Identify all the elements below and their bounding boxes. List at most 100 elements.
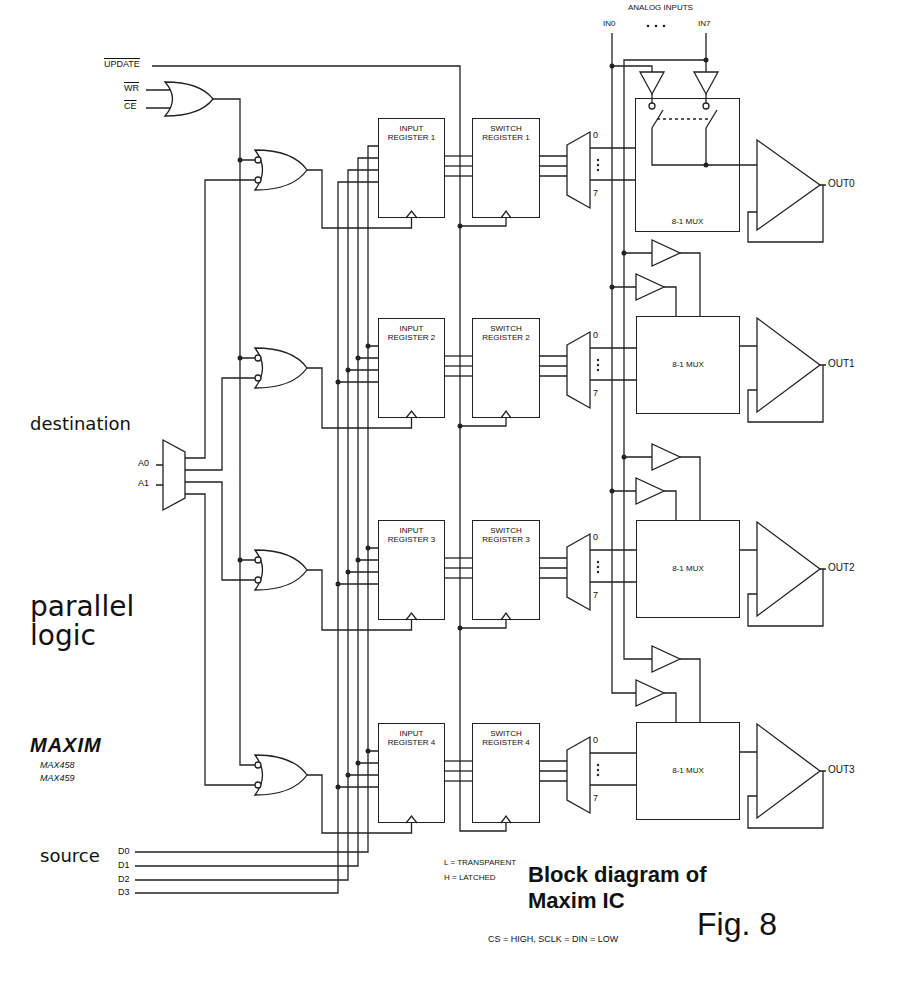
junction [356,356,361,361]
box-label: SWITCH REGISTER 1 [475,124,537,142]
mux-box: 8-1 MUX [636,520,740,618]
analog-wires [612,33,757,722]
output-wires [740,185,826,828]
bubble [255,557,261,563]
box-label: INPUT REGISTER 4 [381,729,442,747]
source-bus [135,146,378,893]
decoder-symbol [163,440,185,510]
pin-name: D2 [118,874,130,884]
junction [336,380,341,385]
address-wires [540,148,636,785]
bubble [255,157,261,163]
switch-contact [703,103,709,109]
ellipsis-dot [597,566,599,568]
junction-dots [238,25,709,790]
ellipsis-dot [597,769,599,771]
box-label: 8-1 MUX [672,766,704,775]
junction [366,546,371,551]
pin-name: OUT1 [828,358,855,370]
ellipsis-dot [655,25,658,28]
bus-line [445,557,472,558]
junction [704,163,709,168]
box-label: 8-1 MUX [672,217,704,226]
figure-number: Fig. 8 [697,906,777,943]
box-label: INPUT REGISTER 1 [381,124,442,142]
junction [458,424,463,429]
pin-name: D3 [118,887,130,897]
note: L = TRANSPARENT [444,858,516,867]
ellipsis-dot [597,364,599,366]
pin-name: A0 [138,458,149,468]
bus-line [445,165,472,166]
junction [336,785,341,790]
register-box: SWITCH REGISTER 3 [472,520,540,620]
ellipsis-dot [597,571,599,573]
junction [238,356,243,361]
junction [356,761,361,766]
junction [366,749,371,754]
bus-line [445,760,472,761]
signal-name: ANALOG INPUTS [628,3,693,12]
junction [622,251,627,256]
ellipsis-dot [597,369,599,371]
part-number: MAX458 [40,760,75,770]
pin-name: D0 [118,846,130,856]
bubble [255,177,261,183]
junction [610,285,615,290]
junction [458,626,463,631]
ellipsis-dot [597,561,599,563]
annotation: destination [30,414,131,435]
register-box: INPUT REGISTER 1 [378,118,445,218]
box-label: 8-1 MUX [672,360,704,369]
junction [356,558,361,563]
bubble [255,762,261,768]
pin-name: A1 [138,478,149,488]
junction [622,455,627,460]
junction [366,344,371,349]
register-box: SWITCH REGISTER 1 [472,118,540,218]
ellipsis-dot [597,164,599,166]
junction [336,582,341,587]
pin-name: IN0 [603,19,615,28]
brand-logo: MAXIM [30,734,102,757]
bubble [255,782,261,788]
box-label: SWITCH REGISTER 2 [475,324,537,342]
data-bus [445,156,472,176]
junction [458,224,463,229]
symbols [163,72,820,823]
register-box: SWITCH REGISTER 4 [472,723,540,823]
bus-line [445,155,472,156]
switch-contact [649,103,655,109]
channel-number: 0 [593,130,598,140]
channel-number: 0 [593,735,598,745]
or-gate [255,150,307,795]
ellipsis-dot [597,764,599,766]
ellipsis-dot [597,169,599,171]
note: H = LATCHED [444,873,496,882]
pin-name: OUT2 [828,562,855,574]
channel-number: 7 [593,793,598,803]
bubble [255,355,261,361]
bus-line [445,780,472,781]
ellipsis-dot [597,359,599,361]
pin-name: IN7 [698,19,710,28]
junction [610,64,615,69]
junction [238,158,243,163]
note: CS = HIGH, SCLK = DIN = LOW [488,934,618,944]
box-label: 8-1 MUX [672,564,704,573]
figure-caption: Block diagram of Maxim IC [528,862,758,915]
part-number: MAX459 [40,773,75,783]
box-label: SWITCH REGISTER 4 [475,729,537,747]
buffer-symbol [636,72,718,706]
mux-box: 8-1 MUX [636,316,740,414]
bus-line [445,567,472,568]
register-box: INPUT REGISTER 3 [378,520,445,620]
box-label: INPUT REGISTER 2 [381,324,442,342]
annotation: parallel logic [30,592,180,651]
channel-number: 0 [593,330,598,340]
junction [346,368,351,373]
or-gate [165,82,213,116]
